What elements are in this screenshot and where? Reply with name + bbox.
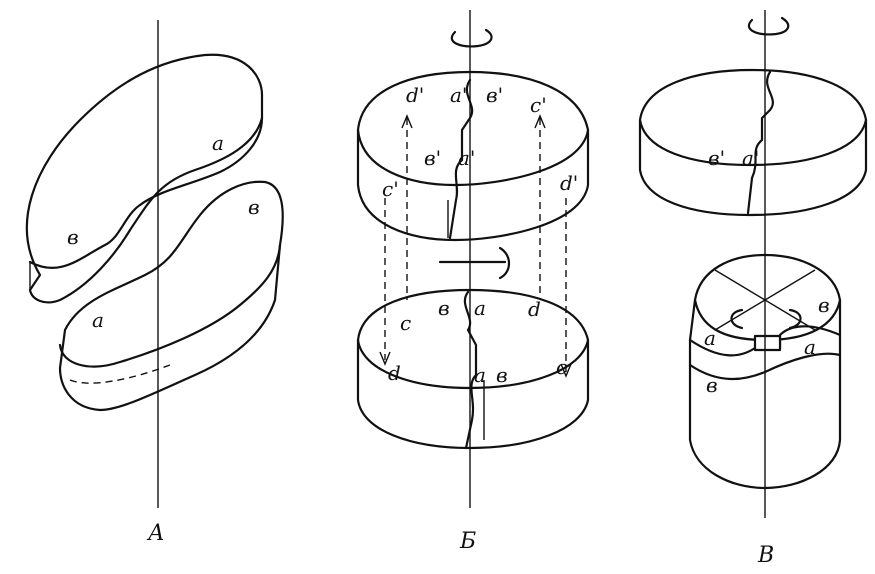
panel-b-label-d-lower: d bbox=[388, 361, 401, 385]
panel-a-upper-plate bbox=[25, 53, 264, 304]
panel-a-label-a-top: a bbox=[212, 131, 224, 155]
panel-b-caption: Б bbox=[459, 529, 476, 554]
panel-b-label-c1-top: c' bbox=[530, 93, 547, 117]
panel-c-caption: В bbox=[757, 543, 774, 568]
panel-c-top-rotation-arrow-icon bbox=[747, 16, 790, 36]
panel-c-label-a-left: a bbox=[704, 326, 716, 350]
panel-a-caption: А bbox=[146, 521, 165, 546]
panel-b-label-d1-top: d' bbox=[406, 83, 424, 107]
panel-b-label-c-lower: c bbox=[556, 355, 567, 379]
panel-b-middle-rotation-arrow-icon bbox=[438, 246, 511, 280]
panel-a: a в в a А bbox=[25, 20, 284, 546]
panel-b-label-a1-top: a' bbox=[450, 83, 467, 107]
panel-b-bottom-cylinder bbox=[356, 288, 590, 450]
panel-a-label-b-top: в bbox=[67, 225, 79, 249]
panel-b-label-b1-top: в' bbox=[486, 83, 503, 107]
panel-b-top-cylinder bbox=[356, 70, 590, 242]
panel-c-top-cylinder bbox=[638, 68, 868, 217]
panel-b: d' a' в' c' в' a' c' d' в a c d d a в c … bbox=[356, 10, 590, 554]
panel-c-label-a-right: a bbox=[804, 335, 816, 359]
panel-c-label-b-right: в bbox=[818, 293, 830, 317]
panel-b-label-b-upper: в bbox=[438, 296, 450, 320]
panel-b-label-a1-low: a' bbox=[458, 146, 475, 170]
panel-b-label-d1-right: d' bbox=[560, 171, 578, 195]
panel-c-label-b-left: в bbox=[706, 373, 718, 397]
panel-b-top-rotation-arrow-icon bbox=[450, 28, 493, 48]
panel-b-label-d-upper: d bbox=[528, 297, 541, 321]
panel-b-label-b-lower: в bbox=[496, 363, 508, 387]
panel-c-label-a1: a' bbox=[742, 146, 759, 170]
panel-c: в' a' a в a в В bbox=[638, 10, 868, 568]
panel-b-label-a-lower: a bbox=[474, 363, 486, 387]
panel-b-label-c1-left: c' bbox=[382, 177, 399, 201]
panel-b-label-a-upper: a bbox=[474, 296, 486, 320]
panel-c-right-rotation-arrow-icon bbox=[788, 308, 802, 330]
panel-b-label-c-upper: c bbox=[400, 311, 411, 335]
panel-a-label-a-bottom: a bbox=[92, 308, 104, 332]
panel-b-label-b1-low: в' bbox=[424, 146, 441, 170]
panel-c-label-b1: в' bbox=[708, 146, 725, 170]
panel-a-label-b-bottom: в bbox=[248, 195, 260, 219]
panel-c-left-rotation-arrow-icon bbox=[730, 308, 744, 330]
